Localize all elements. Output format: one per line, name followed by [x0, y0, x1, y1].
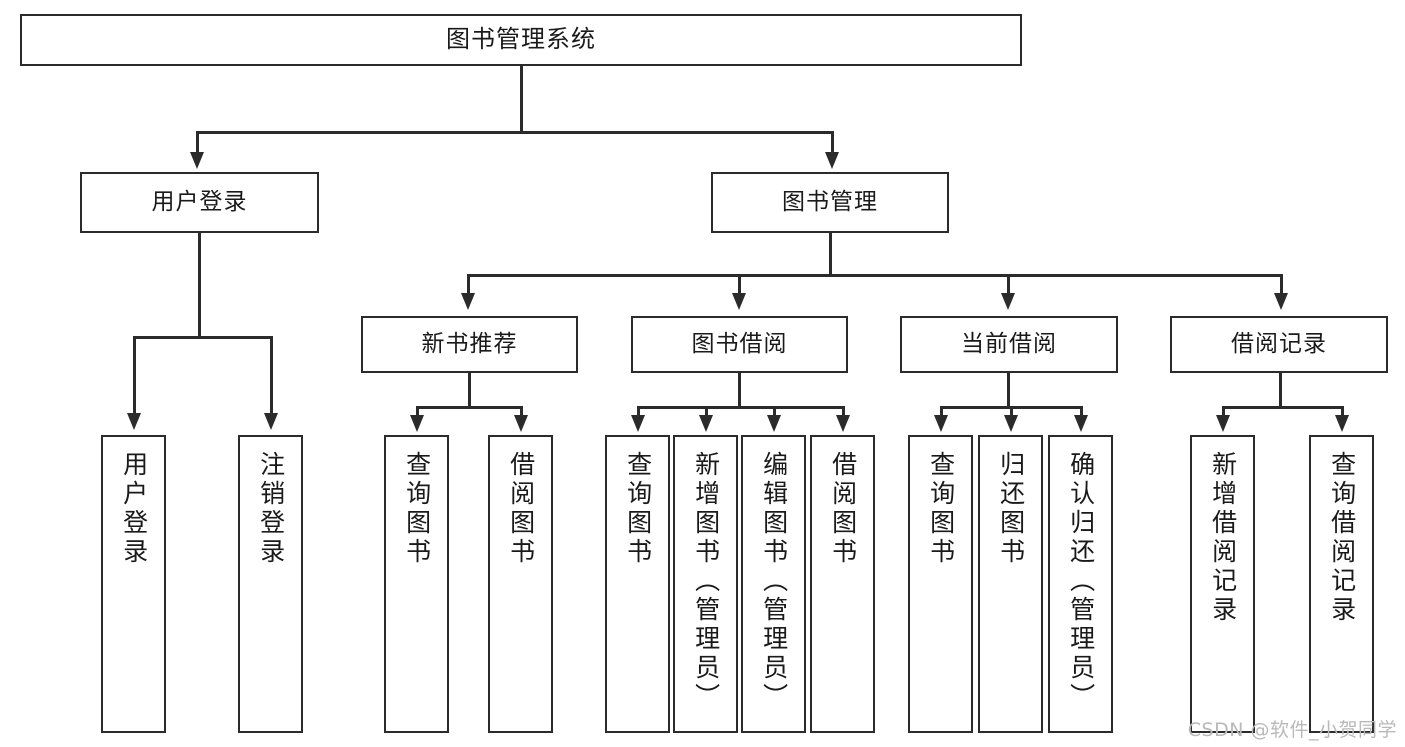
leaf-borrow-books-recommend[interactable]: 借阅图书: [488, 435, 553, 733]
leaf-add-book-admin[interactable]: 新增图书（管理员）: [673, 435, 738, 733]
arrowhead-books-to-records: [1274, 293, 1288, 310]
leaf-label: 归还图书: [996, 451, 1026, 567]
connector-records-bus: [1222, 406, 1341, 409]
connector-books-stem: [829, 233, 832, 276]
connector-recommend-to-leaf-1: [416, 406, 419, 418]
arrowhead-books-to-current: [1001, 293, 1015, 310]
leaf-label: 借阅图书: [506, 451, 536, 567]
node-user-login[interactable]: 用户登录: [80, 172, 319, 233]
arrowhead-records-to-leaf-2: [1335, 415, 1349, 432]
leaf-label: 确认归还（管理员）: [1066, 451, 1096, 712]
leaf-label: 查询图书: [623, 451, 653, 567]
connector-records-stem: [1279, 373, 1282, 408]
connector-books-to-current: [1007, 274, 1010, 296]
leaf-label: 编辑图书（管理员）: [759, 451, 789, 712]
connector-login-bus: [133, 336, 270, 339]
node-borrow-records[interactable]: 借阅记录: [1170, 316, 1388, 373]
connector-login-to-leaf-1: [133, 336, 136, 416]
connector-login-stem: [198, 233, 201, 338]
connector-borrow-to-leaf-4: [842, 406, 845, 418]
node-book-borrow[interactable]: 图书借阅: [631, 316, 848, 373]
leaf-user-login[interactable]: 用户登录: [101, 435, 166, 733]
arrowhead-current-to-leaf-1: [934, 415, 948, 432]
node-label: 图书借阅: [691, 331, 788, 358]
connector-current-stem: [1007, 373, 1010, 408]
arrowhead-borrow-to-leaf-2: [699, 415, 713, 432]
arrowhead-borrow-to-leaf-1: [631, 415, 645, 432]
leaf-logout[interactable]: 注销登录: [238, 435, 303, 733]
leaf-return-books[interactable]: 归还图书: [978, 435, 1043, 733]
connector-borrow-bus: [637, 406, 842, 409]
arrowhead-recommend-to-leaf-2: [514, 415, 528, 432]
leaf-edit-book-admin[interactable]: 编辑图书（管理员）: [741, 435, 806, 733]
node-new-book-recommend[interactable]: 新书推荐: [361, 316, 578, 373]
connector-borrow-stem: [738, 373, 741, 408]
leaf-label: 查询图书: [926, 451, 956, 567]
connector-books-to-recommend: [467, 274, 470, 296]
node-label: 图书管理: [782, 189, 878, 216]
arrowhead-root-to-books: [825, 152, 839, 169]
node-label: 新书推荐: [421, 331, 518, 358]
connector-recommend-stem: [468, 373, 471, 408]
connector-borrow-to-leaf-2: [705, 406, 708, 418]
connector-recommend-to-leaf-2: [520, 406, 523, 418]
connector-books-to-borrow: [738, 274, 741, 296]
leaf-label: 新增借阅记录: [1208, 451, 1238, 625]
leaf-borrow-books[interactable]: 借阅图书: [810, 435, 875, 733]
leaf-query-books-current[interactable]: 查询图书: [908, 435, 973, 733]
leaf-query-books-borrow[interactable]: 查询图书: [605, 435, 670, 733]
connector-books-to-records: [1280, 274, 1283, 296]
connector-root-to-login: [196, 131, 199, 155]
leaf-add-borrow-record[interactable]: 新增借阅记录: [1190, 435, 1255, 733]
connector-books-bus: [467, 274, 1282, 277]
connector-borrow-to-leaf-1: [637, 406, 640, 418]
connector-root-stem: [520, 66, 523, 133]
arrowhead-records-to-leaf-1: [1216, 415, 1230, 432]
connector-current-to-leaf-2: [1010, 406, 1013, 418]
node-label: 当前借阅: [961, 331, 1057, 358]
connector-recommend-bus: [416, 406, 520, 409]
connector-borrow-to-leaf-3: [773, 406, 776, 418]
node-book-management[interactable]: 图书管理: [711, 172, 949, 233]
node-label: 用户登录: [151, 189, 248, 216]
arrowhead-root-to-login: [190, 152, 204, 169]
leaf-confirm-return-admin[interactable]: 确认归还（管理员）: [1048, 435, 1113, 733]
csdn-watermark: CSDN @软件_小贺同学: [1187, 719, 1397, 741]
leaf-label: 用户登录: [119, 451, 149, 567]
arrowhead-login-to-leaf-2: [264, 413, 278, 430]
node-root-system[interactable]: 图书管理系统: [20, 14, 1022, 66]
node-label: 借阅记录: [1231, 331, 1327, 358]
arrowhead-current-to-leaf-3: [1074, 415, 1088, 432]
connector-current-to-leaf-1: [940, 406, 943, 418]
leaf-label: 查询借阅记录: [1327, 451, 1357, 625]
arrowhead-recommend-to-leaf-1: [410, 415, 424, 432]
connector-records-to-leaf-1: [1222, 406, 1225, 418]
connector-records-to-leaf-2: [1341, 406, 1344, 418]
arrowhead-borrow-to-leaf-3: [767, 415, 781, 432]
leaf-label: 新增图书（管理员）: [691, 451, 721, 712]
connector-root-to-books: [831, 131, 834, 155]
node-label: 图书管理系统: [446, 25, 596, 54]
arrowhead-current-to-leaf-2: [1004, 415, 1018, 432]
leaf-label: 借阅图书: [828, 451, 858, 567]
connector-current-to-leaf-3: [1080, 406, 1083, 418]
leaf-label: 注销登录: [256, 451, 286, 567]
arrowhead-borrow-to-leaf-4: [836, 415, 850, 432]
leaf-label: 查询图书: [402, 451, 432, 567]
connector-login-to-leaf-2: [270, 336, 273, 416]
arrowhead-books-to-recommend: [461, 293, 475, 310]
connector-root-bus: [196, 131, 834, 134]
node-current-borrow[interactable]: 当前借阅: [900, 316, 1118, 373]
leaf-query-borrow-record[interactable]: 查询借阅记录: [1309, 435, 1374, 733]
leaf-query-books-recommend[interactable]: 查询图书: [384, 435, 449, 733]
arrowhead-books-to-borrow: [732, 293, 746, 310]
arrowhead-login-to-leaf-1: [127, 413, 141, 430]
